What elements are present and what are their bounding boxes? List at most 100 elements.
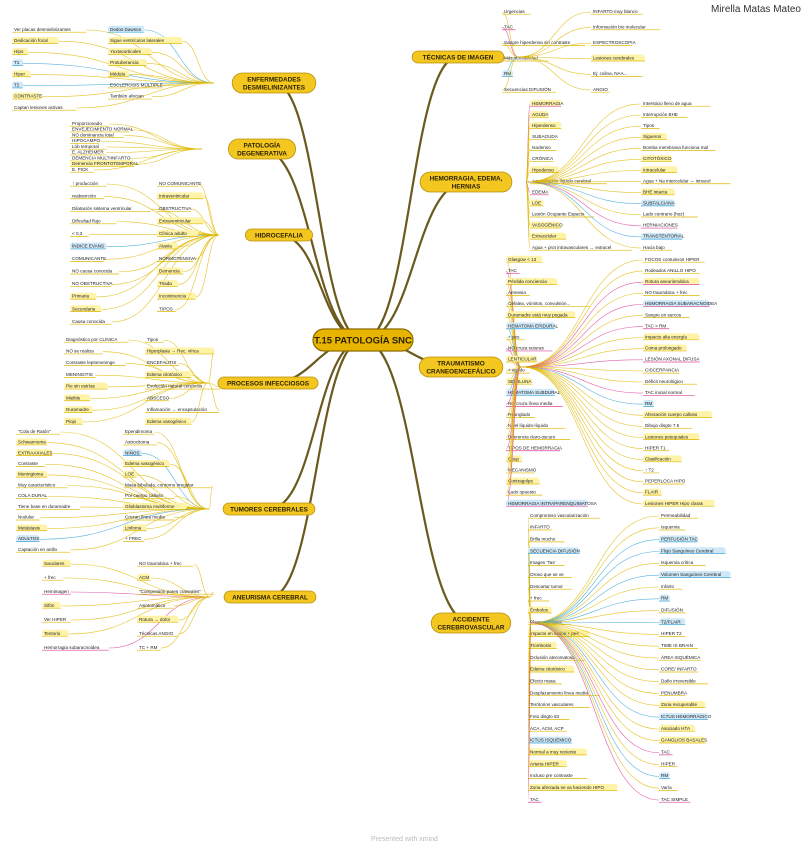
branch-ane-title: ANEURISMA CEREBRAL bbox=[232, 594, 308, 601]
leaf-flair: FLAIR bbox=[645, 490, 659, 495]
leaf-connector bbox=[501, 56, 519, 91]
leaf-impacto-en-vasos-pes: Impacto en vasos + pes bbox=[530, 631, 579, 636]
leaf-connector bbox=[178, 596, 211, 635]
leaf-aca-acm-acp: ACA, ACM, ACP bbox=[530, 726, 564, 731]
leaf-highlight bbox=[530, 232, 567, 240]
branch-hem[interactable]: HEMORRAGIA, EDEMA,HERNIAS bbox=[419, 171, 513, 193]
leaf-hipodenso: Hipodenso bbox=[532, 167, 554, 172]
leaf-highlight bbox=[506, 277, 558, 285]
leaf-connector bbox=[530, 563, 660, 624]
leaf-hematoma-subdural: HEMATOMA SUBDURAL bbox=[508, 390, 561, 395]
leaf-dedicacion-focal: Dedicación focal bbox=[14, 38, 48, 43]
leaf-rm: RM bbox=[661, 773, 668, 778]
branch-hid[interactable]: HIDROCEFALIA bbox=[244, 228, 313, 242]
branch-tec[interactable]: TÉCNICAS DE IMAGEN bbox=[411, 50, 505, 64]
leaf-transtentorial: TRANSTENTORIAL bbox=[643, 234, 685, 239]
leaf-intersticio-lleno-de-agua: Intersticio lleno de agua bbox=[643, 101, 692, 106]
leaf-edema-citotoxico: Edema citotóxico bbox=[147, 372, 182, 377]
leaf-tac: TAC bbox=[508, 268, 518, 273]
leaf-highlight bbox=[641, 166, 678, 173]
leaf-penumbra: PENUMBRA bbox=[661, 690, 688, 695]
leaf-hiper-t1: HIPER T1 bbox=[645, 445, 666, 450]
leaf-sifon: Sifón bbox=[44, 603, 55, 608]
leaf-acm: ACM bbox=[139, 575, 149, 580]
leaf-no-cruza-linea-media: NO cruza línea media bbox=[508, 401, 553, 406]
leaf-no-obstructiva: NO OBSTRUCTIVA bbox=[72, 281, 113, 286]
leaf-highlight bbox=[70, 242, 107, 249]
central-topic[interactable]: T.15 PATOLOGÍA SNC bbox=[312, 328, 414, 352]
leaf-connector bbox=[525, 181, 642, 193]
leaf-hemorragia-subaracnoidea: HEMORRAGIA SUBARACNOIDEA bbox=[645, 301, 718, 306]
leaf-highlight bbox=[659, 724, 696, 732]
leaf-connector bbox=[136, 474, 210, 510]
leaf-connector bbox=[106, 148, 203, 154]
leaf-highlight bbox=[528, 665, 575, 673]
leaf-highlight bbox=[64, 394, 91, 401]
leaf-lenticular: LENTICULAR bbox=[508, 357, 537, 362]
leaf-connector bbox=[530, 622, 660, 753]
leaf-connector bbox=[520, 366, 644, 405]
leaf-compromiso-vascularizacion: Compromiso vascularización bbox=[530, 513, 589, 518]
branch-tec-title: TÉCNICAS DE IMAGEN bbox=[423, 52, 494, 61]
leaf-rm: RM bbox=[661, 596, 668, 601]
leaf-connector bbox=[520, 304, 644, 368]
branch-hid-title: HIDROCEFALIA bbox=[255, 232, 303, 239]
leaf-connector bbox=[30, 74, 215, 84]
leaf-no-traumatica-frec: NO traumática + frec bbox=[645, 290, 688, 295]
leaf-yuxtacorticales: Yuxtacorticales bbox=[110, 49, 142, 54]
leaf-tambien-afectan: También afectan bbox=[110, 94, 144, 99]
leaf-highlight bbox=[145, 370, 192, 378]
leaf-t2: T2 bbox=[14, 83, 20, 88]
leaf-highlight bbox=[64, 417, 83, 425]
leaf-mecanismo: MECANISMO bbox=[508, 468, 537, 473]
leaf-connector bbox=[517, 11, 592, 58]
leaf-connector bbox=[119, 234, 220, 273]
leaf-connector bbox=[517, 27, 592, 58]
leaf-acumulacion-liquido-cerebral: Acumulación líquido cerebral bbox=[532, 178, 591, 183]
leaf-hiperplasia-rec-virica: Hiperplasia → Rec. vírica bbox=[147, 349, 199, 354]
leaf-citotoxico: CITOTÓXICO bbox=[643, 155, 672, 161]
leaf-urgencias: Urgencias bbox=[504, 9, 525, 14]
leaf-no-traumatica-frec: NO traumática + frec bbox=[139, 561, 182, 566]
leaf-connector bbox=[520, 366, 644, 460]
branch-tum[interactable]: TUMORES CEREBRALES bbox=[222, 502, 316, 516]
leaf-hemorragia-subaracnoidea: Hemorragia subaracnoidea bbox=[44, 645, 100, 650]
leaf-connector bbox=[23, 82, 215, 87]
leaf-highlight bbox=[42, 559, 71, 567]
leaf-connector bbox=[207, 382, 221, 388]
leaf-connector bbox=[40, 82, 215, 98]
leaf-connector bbox=[520, 326, 644, 368]
leaf-edema-citotoxico: Edema citotóxico bbox=[530, 667, 565, 672]
branch-inf[interactable]: PROCESOS INFECCIOSOS bbox=[217, 376, 319, 390]
leaf-highlight bbox=[659, 701, 706, 708]
leaf-connector bbox=[151, 51, 215, 84]
leaf-captacion-en-anillo: Captación en anillo bbox=[18, 547, 58, 552]
leaf-highlight bbox=[528, 748, 588, 755]
leaf-demencia-multiinfarto: DEMENCIA MULTIINFARTO bbox=[72, 155, 131, 160]
leaf-connector bbox=[530, 622, 660, 718]
leaf-highlight bbox=[643, 488, 662, 496]
leaf-connector bbox=[150, 577, 211, 598]
leaf-hiperdenso: Hiperdenso bbox=[532, 123, 556, 128]
leaf-piojo: Piojo bbox=[66, 419, 77, 424]
leaf-connector bbox=[530, 622, 660, 742]
branch-hem-title: HERNIAS bbox=[452, 184, 481, 191]
leaf-schwannoma: Schwannoma bbox=[18, 440, 46, 445]
leaf-por-cuerpo-calloso: Por cuerpo calloso bbox=[125, 493, 163, 498]
leaf-connector bbox=[93, 148, 203, 171]
leaf-dificultad-flujo: Dificultad flujo bbox=[72, 218, 101, 223]
leaf-highlight bbox=[659, 594, 671, 602]
leaf-lesiones-petequiales: Lesiones petequiales bbox=[645, 434, 689, 439]
branch-ane[interactable]: ANEURISMA CEREBRAL bbox=[223, 590, 317, 604]
leaf-connector bbox=[530, 622, 660, 730]
leaf-peperloca-hipo: PEPERLOCA HIPO bbox=[645, 479, 686, 484]
leaf-connector bbox=[39, 508, 210, 540]
branch-pat-title: PATOLOGÍA bbox=[244, 141, 281, 150]
leaf-connector bbox=[525, 181, 531, 249]
leaf-clinica-adulto: Clínica adulto bbox=[159, 231, 187, 236]
